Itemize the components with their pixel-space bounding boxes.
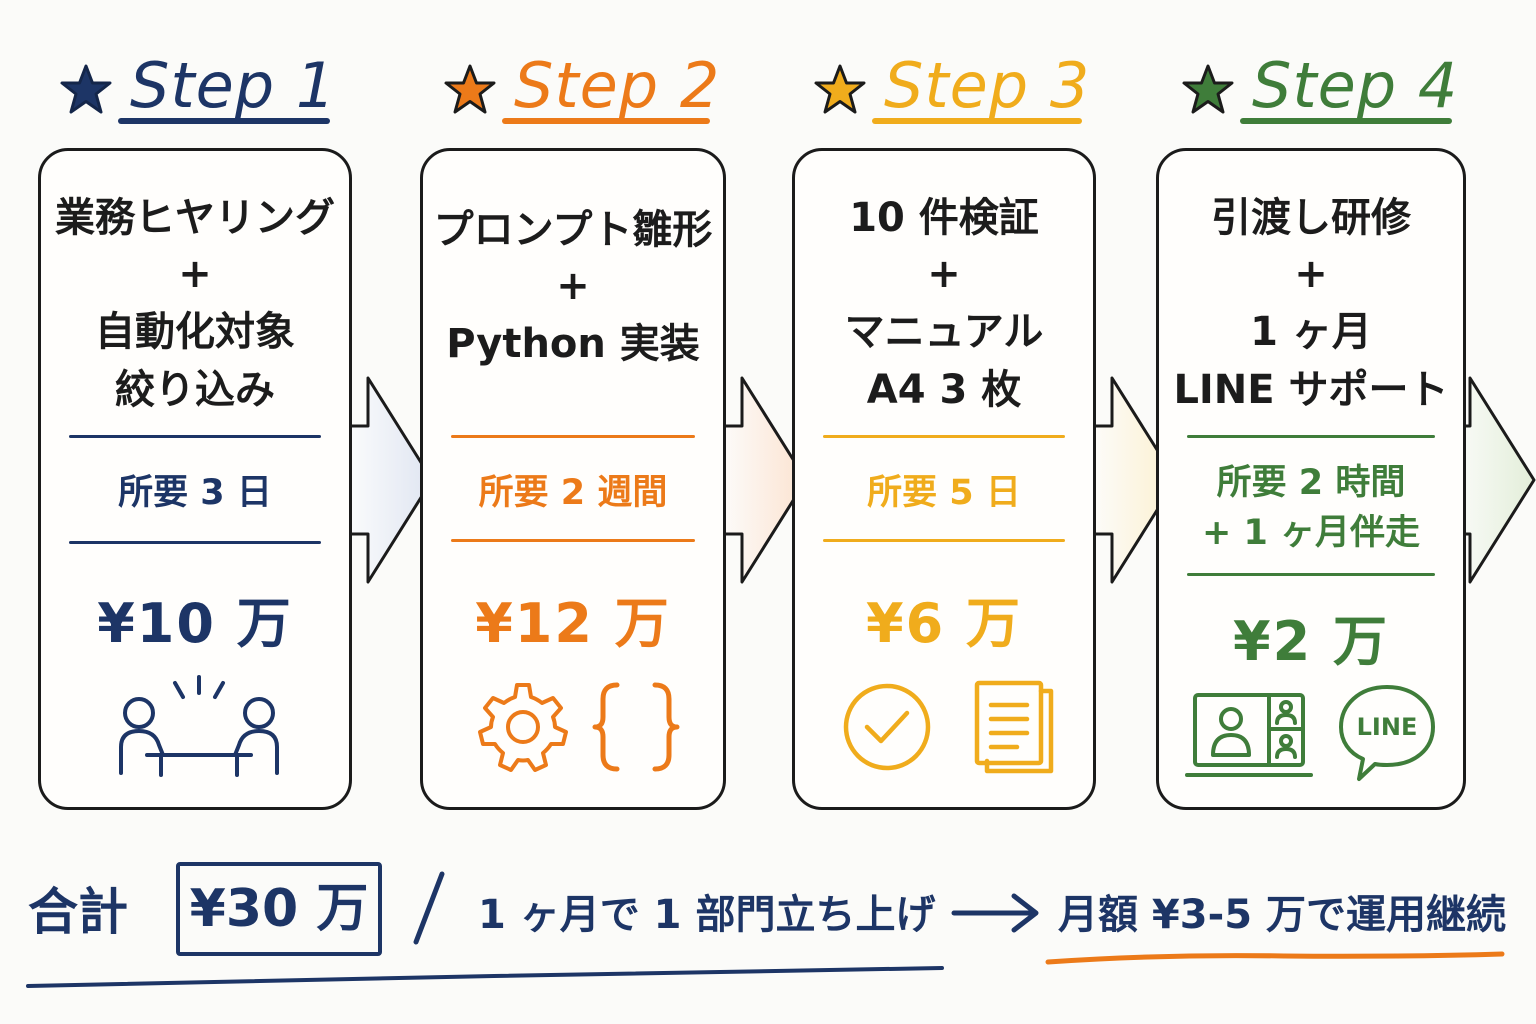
title-underline (502, 118, 710, 124)
check-circle-icon (843, 683, 931, 771)
duration: 所要 2 週間 (478, 473, 668, 513)
step-1-header: Step 1 (58, 40, 348, 135)
meeting-icon (119, 675, 279, 777)
divider (823, 435, 1065, 438)
line-chat-icon: LINE (1339, 685, 1435, 781)
step-title: Step 3 (884, 49, 1091, 122)
card-line: プロンプト雛形 (433, 207, 713, 253)
card-line: + (178, 251, 212, 297)
price: ¥2 万 (1233, 610, 1389, 673)
duration: 所要 3 日 (118, 473, 272, 513)
price: ¥10 万 (97, 592, 293, 655)
step-2-card: プロンプト雛形 + Python 実装 所要 2 週間 ¥12 万 (420, 148, 726, 810)
duration: + 1 ヶ月伴走 (1201, 513, 1421, 553)
card-line: 業務ヒヤリング (55, 195, 335, 241)
card-line: 絞り込み (115, 367, 275, 413)
summary-underline (26, 966, 944, 988)
title-underline (872, 118, 1082, 124)
card-line: + (1294, 251, 1328, 297)
divider (823, 539, 1065, 542)
gear-icon (478, 683, 568, 772)
card-line: + (927, 251, 961, 297)
step-3-header: Step 3 (812, 40, 1102, 135)
divider (451, 435, 695, 438)
star-icon (1182, 64, 1234, 114)
star-icon (814, 64, 866, 114)
monthly-underline (1045, 951, 1505, 965)
star-icon (444, 64, 496, 114)
card-line: 自動化対象 (95, 309, 295, 355)
divider (1187, 573, 1435, 576)
card-line: マニュアル (844, 309, 1044, 355)
long-right-arrow-icon (951, 893, 1039, 933)
total-value: ¥30 万 (176, 862, 382, 956)
divider (69, 435, 321, 438)
step-title: Step 2 (514, 49, 721, 122)
title-underline (1240, 118, 1452, 124)
title-underline (118, 118, 330, 124)
monthly-fee: 月額 ¥3-5 万で運用継続 (1058, 892, 1506, 938)
divider (451, 539, 695, 542)
step-title: Step 4 (1252, 49, 1459, 122)
card-line: 10 件検証 (849, 195, 1039, 241)
star-icon (60, 64, 112, 114)
card-line: Python 実装 (446, 321, 700, 367)
card-line: LINE サポート (1173, 367, 1449, 413)
step-title: Step 1 (130, 49, 337, 122)
slash-divider (413, 871, 445, 945)
document-icon (974, 680, 1054, 774)
duration: 所要 2 時間 (1216, 463, 1406, 503)
video-call-icon (1185, 693, 1313, 777)
total-label: 合計 (28, 883, 128, 941)
step-2-header: Step 2 (442, 40, 732, 135)
card-line: 引渡し研修 (1211, 195, 1411, 241)
line-logo-text: LINE (1357, 713, 1418, 741)
price: ¥12 万 (475, 592, 671, 655)
code-braces-icon (592, 682, 680, 772)
tagline: 1 ヶ月で 1 部門立ち上げ (478, 892, 936, 938)
card-line: + (556, 263, 590, 309)
card-line: 1 ヶ月 (1250, 309, 1372, 355)
divider (69, 541, 321, 544)
step-1-card: 業務ヒヤリング + 自動化対象 絞り込み 所要 3 日 ¥10 万 (38, 148, 352, 810)
divider (1187, 435, 1435, 438)
duration: 所要 5 日 (867, 473, 1021, 513)
right-arrow-icon (1444, 376, 1536, 584)
step-3-card: 10 件検証 + マニュアル A4 3 枚 所要 5 日 ¥6 万 (792, 148, 1096, 810)
price: ¥6 万 (866, 592, 1022, 655)
step-4-card: 引渡し研修 + 1 ヶ月 LINE サポート 所要 2 時間 + 1 ヶ月伴走 … (1156, 148, 1466, 810)
step-4-header: Step 4 (1180, 40, 1470, 135)
card-line: A4 3 枚 (866, 367, 1022, 413)
